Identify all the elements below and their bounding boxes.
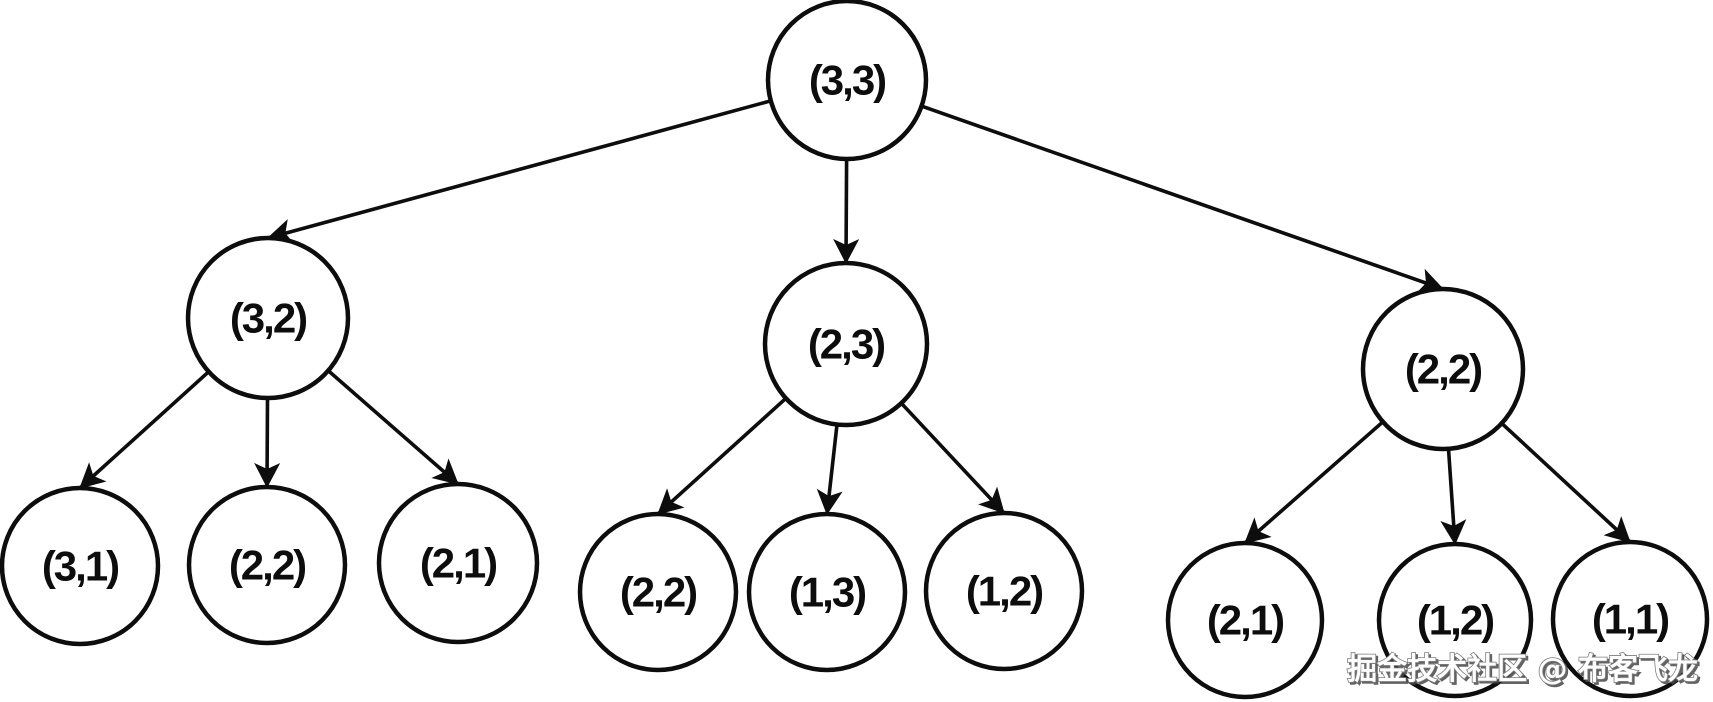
tree-edge-n22r-n21r [1243, 420, 1385, 545]
node-label: (1,2) [966, 568, 1042, 615]
node-label: (3,1) [42, 543, 118, 590]
tree-node: (1,1) [1550, 539, 1710, 699]
tree-edge-n33-n23 [833, 158, 860, 264]
node-label: (2,2) [620, 569, 696, 616]
tree-node: (3,1) [0, 485, 161, 647]
tree-node: (2,2) [1360, 286, 1526, 452]
tree-edge-n23-n13 [816, 424, 843, 515]
node-label: (2,2) [1405, 346, 1481, 393]
tree-edge-n23-n12m [899, 401, 1006, 515]
tree-node: (1,2) [923, 510, 1085, 672]
node-circle [0, 485, 161, 647]
node-circle [577, 511, 739, 673]
node-circle [376, 481, 540, 645]
node-label: (1,2) [1417, 597, 1493, 644]
node-label: (2,1) [1207, 597, 1283, 644]
tree-node: (2,2) [577, 511, 739, 673]
tree-node: (2,1) [1165, 540, 1325, 700]
node-circle [746, 511, 908, 673]
node-circle [185, 235, 351, 401]
tree-edge-n32-n31 [78, 370, 210, 490]
node-circle [186, 484, 348, 646]
node-circle [923, 510, 1085, 672]
tree-node: (3,3) [765, 0, 929, 162]
tree-node: (2,2) [186, 484, 348, 646]
node-circle [1376, 541, 1534, 699]
tree-edges-layer [78, 99, 1632, 545]
tree-node: (1,2) [1376, 541, 1534, 699]
tree-node: (1,3) [746, 511, 908, 673]
node-circle [762, 260, 930, 428]
tree-edge-n32-n21l [327, 369, 460, 486]
node-label: (2,2) [229, 542, 305, 589]
node-label: (3,3) [809, 57, 885, 104]
node-label: (1,1) [1592, 596, 1668, 643]
node-label: (2,1) [420, 540, 496, 587]
tree-edge-n23-n22m [656, 396, 788, 516]
node-circle [765, 0, 929, 162]
tree-edge-n33-n22r [920, 104, 1444, 294]
node-label: (3,2) [230, 295, 306, 342]
node-label: (1,3) [789, 569, 865, 616]
tree-edge-n32-n22l [254, 397, 281, 488]
node-circle [1165, 540, 1325, 700]
tree-node: (2,1) [376, 481, 540, 645]
tree-edge-n33-n32 [267, 99, 772, 245]
tree-edge-n22r-n12r [1440, 448, 1467, 545]
watermark-text: 掘金技术社区 @ 布客飞龙 [1347, 652, 1698, 687]
tree-edge-n22r-n11 [1500, 421, 1632, 544]
tree-node: (3,2) [185, 235, 351, 401]
node-circle [1360, 286, 1526, 452]
node-circle [1550, 539, 1710, 699]
tree-node: (2,3) [762, 260, 930, 428]
node-label: (2,3) [808, 321, 884, 368]
